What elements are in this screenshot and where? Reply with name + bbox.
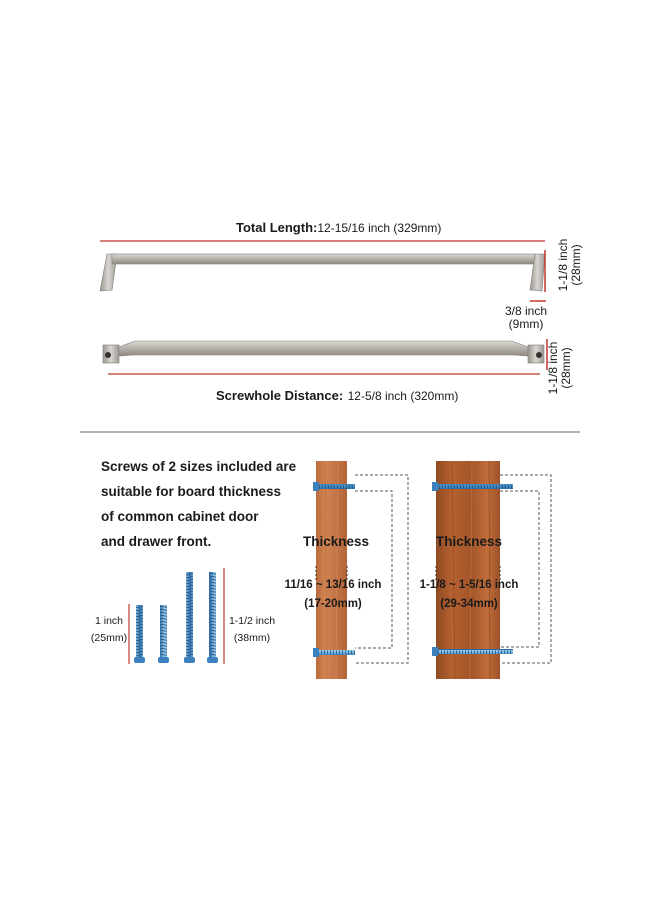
- board-thick-mm: (29-34mm): [440, 598, 498, 610]
- leg-inch: 3/8 inch: [505, 304, 548, 318]
- leg-height-label: 3/8 inch (9mm): [505, 305, 547, 331]
- total-length-label: Total Length:12-15/16 inch (329mm): [236, 219, 441, 237]
- description-line: Screws of 2 sizes included are: [101, 459, 297, 474]
- description-line: suitable for board thickness: [101, 484, 282, 499]
- screw-short-inch: 1 inch: [94, 615, 124, 627]
- board-thick-title: Thickness: [436, 534, 503, 549]
- handle-side-view: [102, 340, 545, 364]
- screw-long-inch: 1-1/2 inch: [228, 615, 276, 627]
- screw-set: [128, 568, 225, 664]
- screw-short-mm: (25mm): [90, 632, 128, 644]
- handle-front-view: [99, 253, 546, 292]
- total-length-value: 12-15/16 inch (329mm): [317, 221, 442, 235]
- board-thick-inch: 1-1/8 ~ 1-5/16 inch: [419, 579, 519, 591]
- height-top-mm: (28mm): [569, 244, 583, 286]
- board-thin-inch: 11/16 ~ 13/16 inch: [284, 579, 382, 591]
- height-top-label: 1-1/8 inch (28mm): [556, 235, 583, 295]
- height-bottom-label: 1-1/8 inch (28mm): [546, 338, 573, 398]
- screwhole-value: 12-5/8 inch (320mm): [347, 389, 459, 403]
- description-line: and drawer front.: [101, 534, 212, 549]
- screw-long-mm: (38mm): [233, 632, 271, 644]
- board-thick-value: 1-1/8 ~ 1-5/16 inch (29-34mm): [413, 576, 525, 614]
- screws-description: Screws of 2 sizes included are suitable …: [101, 454, 296, 554]
- screw-short-label: 1 inch (25mm): [89, 613, 129, 647]
- board-thin-title: Thickness: [303, 534, 370, 549]
- screwhole-title: Screwhole Distance:: [216, 388, 344, 403]
- total-length-title: Total Length:: [236, 220, 318, 235]
- board-thin: [313, 460, 409, 680]
- board-thin-value: 11/16 ~ 13/16 inch (17-20mm): [278, 576, 388, 614]
- height-bottom-mm: (28mm): [559, 347, 573, 389]
- description-line: of common cabinet door: [101, 509, 259, 524]
- leg-mm: (9mm): [508, 317, 544, 331]
- screwhole-label: Screwhole Distance: 12-5/8 inch (320mm): [216, 387, 458, 405]
- board-thin-mm: (17-20mm): [304, 598, 362, 610]
- board-thick: [432, 460, 552, 680]
- screw-long-label: 1-1/2 inch (38mm): [225, 613, 279, 647]
